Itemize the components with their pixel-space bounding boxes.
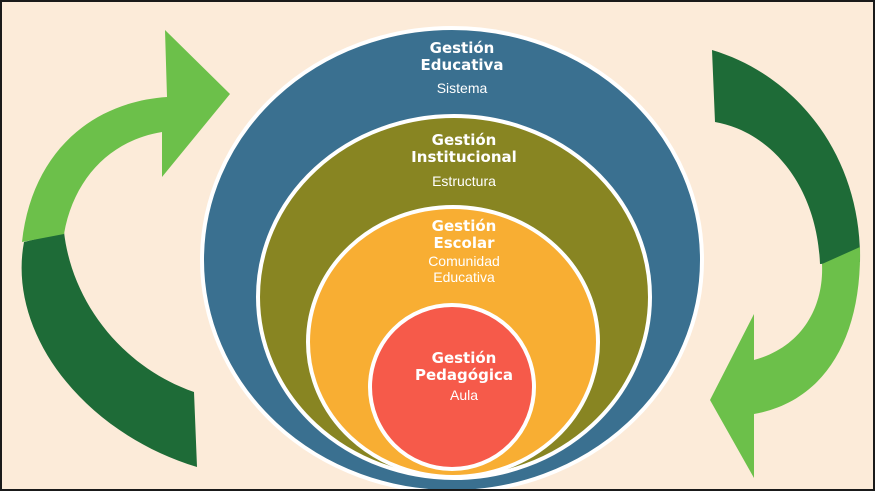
level-institucional-label: Gestión Institucional Estructura [411, 131, 517, 189]
cycle-arrow-left-head-icon [22, 30, 230, 242]
level-title-line1: Gestión [431, 217, 497, 235]
level-title-line1: Gestión [429, 39, 495, 57]
level-title-line1: Gestión [431, 349, 497, 367]
level-title-line2: Institucional [411, 148, 517, 167]
cycle-arrow-left-icon [21, 232, 197, 467]
level-subtitle-line2: Educativa [433, 268, 495, 285]
level-title-line1: Gestión [431, 131, 497, 149]
level-title-line2: Educativa [420, 56, 504, 75]
level-subtitle: Sistema [436, 79, 488, 96]
level-title-line2: Escolar [433, 234, 495, 253]
cycle-arrow-right-head-icon [710, 247, 861, 478]
level-subtitle: Estructura [432, 172, 496, 189]
level-escolar-label: Gestión Escolar Comunidad Educativa [428, 217, 500, 285]
pedagogical-level-circle [368, 303, 536, 471]
level-subtitle-line1: Comunidad [428, 252, 500, 269]
level-educativa-label: Gestión Educativa Sistema [420, 39, 504, 96]
level-title-line2: Pedagógica [415, 366, 513, 385]
level-subtitle: Aula [449, 386, 479, 403]
level-pedagogica-label: Gestión Pedagógica Aula [415, 349, 513, 403]
cycle-arrow-right-icon [712, 50, 861, 264]
